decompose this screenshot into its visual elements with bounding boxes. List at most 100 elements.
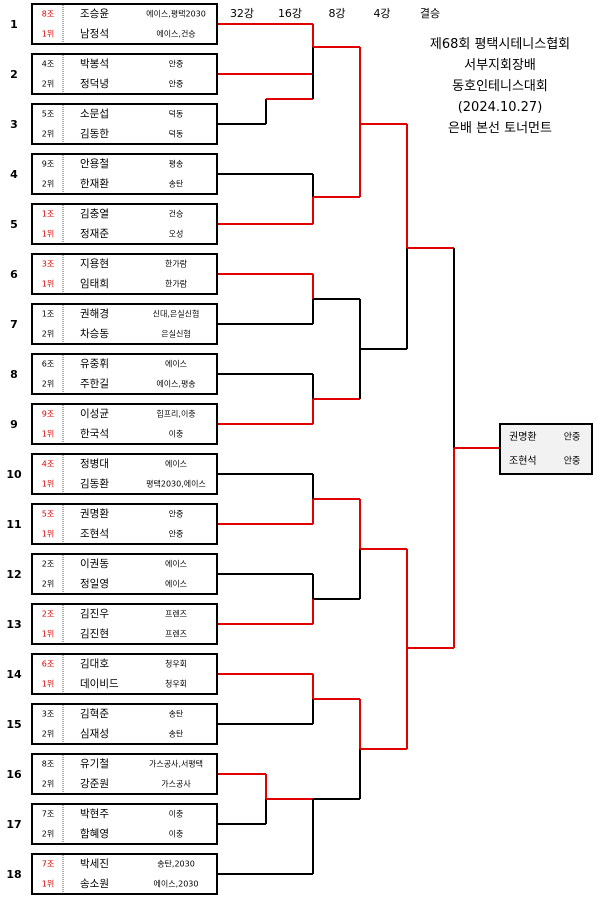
player-name: 김동한 [80, 128, 109, 140]
seed-label: 2위 [42, 780, 54, 789]
player-club: 한가람 [165, 260, 188, 269]
player-name: 조현석 [80, 528, 109, 540]
team-number: 14 [6, 668, 22, 681]
player-name: 지용현 [80, 258, 109, 270]
seed-label: 9조 [42, 160, 54, 169]
round-label-4: 4강 [373, 7, 390, 20]
team-number: 13 [6, 618, 21, 631]
player-name: 강준원 [80, 778, 109, 790]
title-line-5: 은배 본선 토너먼트 [448, 121, 552, 136]
seed-label: 2위 [42, 730, 54, 739]
player-club: 송탄 [169, 179, 184, 189]
player-name: 이성균 [80, 408, 109, 420]
seed-label: 2조 [42, 560, 54, 569]
player-name: 임태희 [80, 277, 109, 290]
player-club: 이충 [169, 429, 184, 439]
champion-frame [499, 423, 593, 475]
title-line-1: 제68회 평택시테니스협회 [429, 37, 571, 52]
seed-label: 1위 [42, 530, 54, 539]
player-name: 유기철 [80, 758, 109, 770]
team-number: 12 [6, 568, 21, 581]
player-name: 유중휘 [80, 358, 109, 370]
team-box [31, 253, 218, 295]
player-club: 에이스,2030 [154, 879, 199, 889]
seed-label: 2위 [42, 80, 54, 89]
player-name: 송소원 [80, 878, 109, 890]
title-line-2: 서부지회장배 [464, 58, 536, 73]
player-name: 김대호 [80, 658, 109, 670]
round-label-3: 8강 [328, 7, 345, 20]
player-club: 힙프리,이충 [156, 409, 195, 419]
seed-label: 3조 [42, 260, 54, 269]
seed-label: 1위 [42, 680, 54, 689]
player-name: 한국석 [80, 428, 109, 440]
player-club: 안중 [169, 59, 184, 69]
seed-label: 2위 [42, 380, 54, 389]
player-club: 안중 [169, 529, 184, 539]
seed-label: 8조 [42, 760, 54, 769]
team-box [31, 803, 218, 845]
player-name: 정일영 [80, 577, 109, 590]
seed-label: 1위 [42, 30, 54, 39]
bracket-lines [217, 23, 500, 875]
title-line-3: 동호인테니스대회 [452, 79, 548, 94]
team-number: 4 [10, 168, 18, 181]
team-number: 2 [10, 68, 18, 81]
seed-label: 2위 [42, 830, 54, 839]
player-name: 김충열 [80, 208, 109, 220]
seed-label: 6조 [42, 360, 54, 369]
player-name: 조승윤 [80, 8, 109, 20]
player-club: 프렌즈 [165, 609, 187, 619]
team-number: 17 [6, 818, 21, 831]
team-number: 11 [6, 518, 21, 531]
player-name: 소문섭 [80, 108, 109, 120]
player-club: 에이스 [165, 559, 187, 569]
tournament-title: 제68회 평택시테니스협회 서부지회장배 동호인테니스대회 (2024.10.2… [400, 34, 598, 139]
player-name: 심재성 [80, 728, 109, 740]
player-club: 프렌즈 [165, 629, 187, 639]
team-box [31, 703, 218, 745]
champion-club: 안중 [564, 432, 581, 443]
player-name: 정재준 [80, 228, 109, 240]
team-number: 15 [6, 718, 21, 731]
player-name: 김동환 [80, 478, 109, 490]
player-club: 덕동 [169, 129, 184, 139]
team-number: 7 [10, 318, 18, 331]
team-number: 1 [10, 18, 18, 31]
player-club: 에이스,평송 [156, 379, 195, 389]
team-number: 6 [10, 268, 18, 281]
player-name: 정병대 [80, 458, 109, 470]
player-club: 송탄,2030 [157, 859, 195, 869]
player-club: 가스공사,서평택 [149, 759, 203, 769]
seed-label: 1위 [42, 880, 54, 889]
team-number: 3 [10, 118, 18, 131]
player-club: 송탄 [169, 729, 184, 739]
player-club: 에이스 [165, 459, 187, 469]
player-name: 데이비드 [80, 678, 119, 690]
team-box [31, 153, 218, 195]
champion-name: 권명환 [509, 431, 537, 443]
player-club: 가스공사 [161, 780, 191, 789]
team-box [31, 553, 218, 595]
team-box [31, 53, 218, 95]
round-label-1: 32강 [230, 7, 254, 20]
seed-label: 9조 [42, 410, 54, 419]
seed-label: 8조 [42, 10, 54, 19]
player-club: 안중 [169, 79, 184, 89]
team-number: 10 [6, 468, 22, 481]
